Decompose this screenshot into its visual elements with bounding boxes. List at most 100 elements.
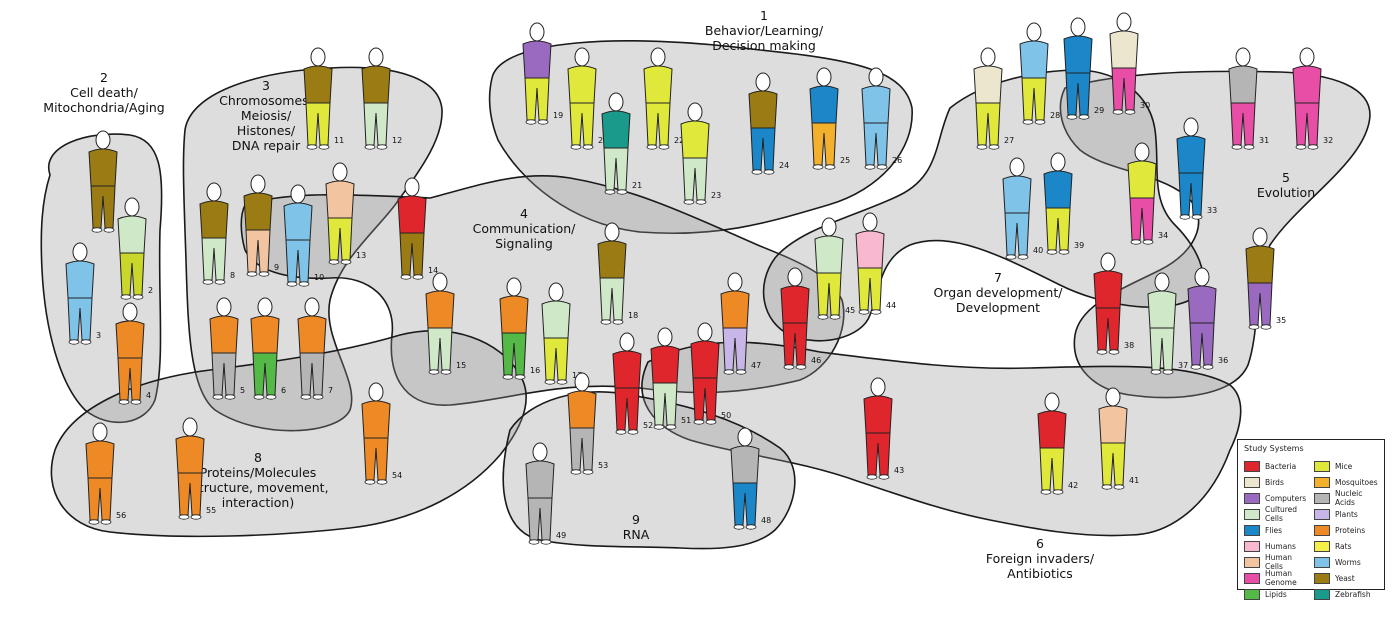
person-head: [869, 68, 883, 86]
person-upper-body: [116, 321, 144, 358]
legend-swatch: [1314, 541, 1330, 552]
person-head: [405, 178, 419, 196]
person-upper-body: [86, 441, 114, 478]
person-shoe: [529, 540, 539, 544]
group-number-g3: 3: [262, 78, 270, 93]
person-shoe: [666, 425, 676, 429]
person-shoe: [1102, 485, 1112, 489]
person-shoe: [613, 320, 623, 324]
person-upper-body: [613, 351, 641, 388]
legend-swatch: [1244, 477, 1260, 488]
legend-label: Plants: [1335, 510, 1358, 519]
group-number-g5: 5: [1282, 170, 1290, 185]
person-head: [605, 223, 619, 241]
person-upper-body: [66, 261, 94, 298]
person-number: 18: [628, 311, 638, 320]
person-head: [217, 298, 231, 316]
person-upper-body: [568, 66, 596, 103]
group-title-line: Development: [956, 300, 1040, 315]
person-head: [1117, 13, 1131, 31]
person-upper-body: [298, 316, 326, 353]
person-upper-body: [1038, 411, 1066, 448]
person-shoe: [377, 480, 387, 484]
legend-swatch: [1244, 541, 1260, 552]
legend-swatch: [1314, 573, 1330, 584]
legend-swatch: [1314, 493, 1330, 504]
legend-item: Computers: [1244, 491, 1308, 505]
person-upper-body: [856, 231, 884, 268]
person-shoe: [254, 395, 264, 399]
person-shoe: [191, 515, 201, 519]
person-number: 27: [1004, 136, 1014, 145]
legend-item: Rats: [1314, 539, 1378, 553]
person-shoe: [429, 370, 439, 374]
person-shoe: [647, 145, 657, 149]
person-shoe: [736, 370, 746, 374]
group-number-g6: 6: [1036, 536, 1044, 551]
person-head: [698, 323, 712, 341]
person-head: [1071, 18, 1085, 36]
legend-item: Proteins: [1314, 523, 1378, 537]
person-head: [822, 218, 836, 236]
person-head: [871, 378, 885, 396]
legend-item: Worms: [1314, 555, 1378, 569]
person-lower-body: [1248, 283, 1272, 325]
person-shoe: [538, 120, 548, 124]
person-shoe: [1006, 255, 1016, 259]
person-number: 42: [1068, 481, 1078, 490]
person-number: 12: [392, 136, 402, 145]
person-number: 38: [1124, 341, 1134, 350]
person-shoe: [1114, 485, 1124, 489]
person-upper-body: [1064, 36, 1092, 73]
person-shoe: [628, 430, 638, 434]
legend-swatch: [1314, 477, 1330, 488]
legend-item: Humans: [1244, 539, 1308, 553]
person-shoe: [365, 480, 375, 484]
group-title-line: Meiosis/: [241, 108, 292, 123]
person-shoe: [1249, 325, 1259, 329]
person-head: [1184, 118, 1198, 136]
legend-item: Flies: [1244, 523, 1308, 537]
person-head: [1135, 143, 1149, 161]
person-number: 45: [845, 306, 855, 315]
person-shoe: [299, 282, 309, 286]
person-number: 46: [811, 356, 821, 365]
legend-label: Bacteria: [1265, 462, 1296, 471]
person-shoe: [654, 425, 664, 429]
legend-label: Birds: [1265, 478, 1284, 487]
group-title-line: Foreign invaders/: [986, 551, 1095, 566]
person-number: 21: [632, 181, 642, 190]
person-head: [125, 198, 139, 216]
person-head: [738, 428, 752, 446]
person-number: 7: [328, 386, 333, 395]
person-shoe: [313, 395, 323, 399]
person-head: [123, 303, 137, 321]
person-shoe: [266, 395, 276, 399]
person-shoe: [706, 420, 716, 424]
person-head: [620, 333, 634, 351]
person-shoe: [503, 375, 513, 379]
person-upper-body: [526, 461, 554, 498]
person-head: [96, 131, 110, 149]
person-upper-body: [523, 41, 551, 78]
person-head: [291, 185, 305, 203]
person-upper-body: [304, 66, 332, 103]
person-upper-body: [500, 296, 528, 333]
person-shoe: [830, 315, 840, 319]
person-shoe: [1079, 115, 1089, 119]
person-shoe: [696, 200, 706, 204]
person-upper-body: [1148, 291, 1176, 328]
person-upper-body: [651, 346, 679, 383]
person-shoe: [724, 370, 734, 374]
person-upper-body: [89, 149, 117, 186]
person-shoe: [1244, 145, 1254, 149]
person-upper-body: [398, 196, 426, 233]
person-number: 52: [643, 421, 653, 430]
group-label-g6: 6Foreign invaders/Antibiotics: [986, 536, 1095, 581]
person-shoe: [752, 170, 762, 174]
person-head: [788, 268, 802, 286]
person-shoe: [879, 475, 889, 479]
person-head: [1010, 158, 1024, 176]
person-head: [1236, 48, 1250, 66]
